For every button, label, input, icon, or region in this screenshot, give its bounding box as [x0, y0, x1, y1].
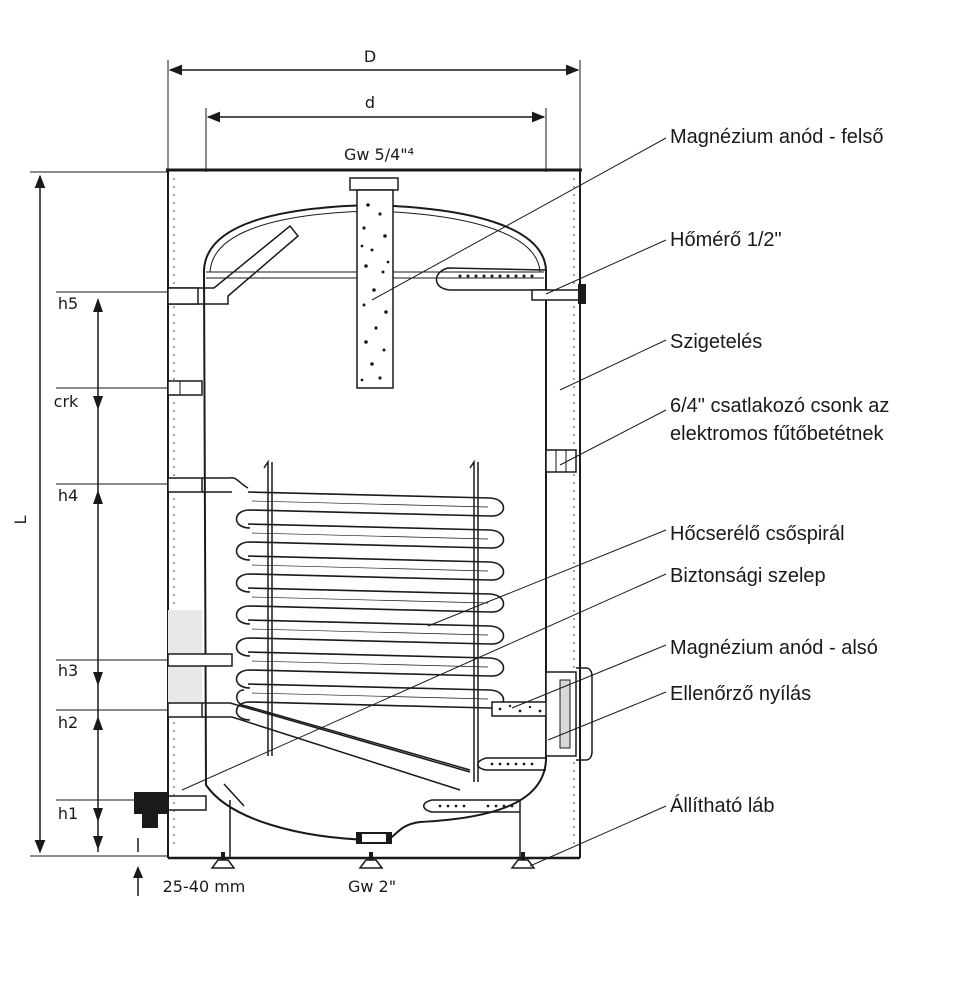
heater-socket: [545, 449, 577, 473]
coil-loop-inner: [251, 628, 489, 636]
leader-lines: [181, 137, 667, 867]
coil-loop: [235, 491, 505, 529]
safety-valve: [134, 783, 245, 828]
coil-loop-inner: [251, 564, 489, 572]
label-insulation: Szigetelés: [670, 331, 762, 353]
dimension-d: d: [205, 93, 547, 172]
h3-label: h3: [58, 661, 78, 680]
crk-label: crk: [54, 392, 79, 411]
bottom-connection: [356, 832, 392, 844]
height-markers: h5 crk h4 h3 h2 h1: [54, 291, 168, 852]
dim-L-label: L: [11, 515, 30, 524]
coil-loop-inner: [251, 596, 489, 604]
label-anode-bottom: Magnézium anód - alsó: [670, 637, 878, 659]
coil-loop: [235, 651, 505, 689]
h5-label: h5: [58, 294, 78, 313]
thermometer-sleeve: [435, 267, 586, 304]
coil-loop-inner: [251, 532, 489, 540]
inspection-flange: [545, 667, 593, 761]
coil-loop: [235, 587, 505, 625]
label-thermometer: Hőmérő 1/2": [670, 229, 782, 251]
coil-loop: [235, 523, 505, 561]
coil-loop: [235, 683, 505, 721]
label-safety-valve: Biztonsági szelep: [670, 565, 826, 587]
coil-loop-inner: [251, 500, 489, 508]
coil-loop-inner: [251, 660, 489, 668]
label-heater-socket-1: 6/4" csatlakozó csonk az: [670, 395, 889, 417]
coil-loop: [235, 619, 505, 657]
adjustable-feet: [210, 852, 536, 869]
bottom-connection-label: Gw 2": [348, 877, 396, 896]
h1-label: h1: [58, 804, 78, 823]
h2-label: h2: [58, 713, 78, 732]
dim-D-label: D: [364, 47, 376, 66]
dimension-L: L: [11, 171, 168, 857]
coil-loop-inner: [251, 692, 489, 700]
sensor-h3: [167, 653, 233, 667]
label-anode-top: Magnézium anód - felső: [670, 126, 883, 148]
coil-loop: [235, 555, 505, 593]
heat-exchanger-coil: [167, 459, 505, 791]
label-heat-exchanger: Hőcserélő csőspirál: [670, 523, 845, 545]
dim-d-label: d: [365, 93, 375, 112]
foot-adjust-dimension: 25-40 mm: [130, 838, 245, 896]
callout-labels: Magnézium anód - felső Hőmérő 1/2" Szige…: [670, 126, 889, 817]
top-connection: [349, 177, 399, 389]
top-connection-label: Gw 5/4"⁴: [344, 145, 414, 164]
hot-water-pipe: [167, 224, 300, 305]
label-adjustable-foot: Állítható láb: [670, 794, 775, 817]
circulation-socket: [167, 380, 203, 396]
foot-adjust-label: 25-40 mm: [163, 877, 246, 896]
bottom-sleeve: [423, 757, 546, 813]
label-heater-socket-2: elektromos fűtőbetétnek: [670, 423, 884, 445]
label-inspection: Ellenőrző nyílás: [670, 683, 811, 705]
dimension-D: D: [167, 47, 581, 172]
h4-label: h4: [58, 486, 78, 505]
inner-tank: [202, 203, 547, 858]
